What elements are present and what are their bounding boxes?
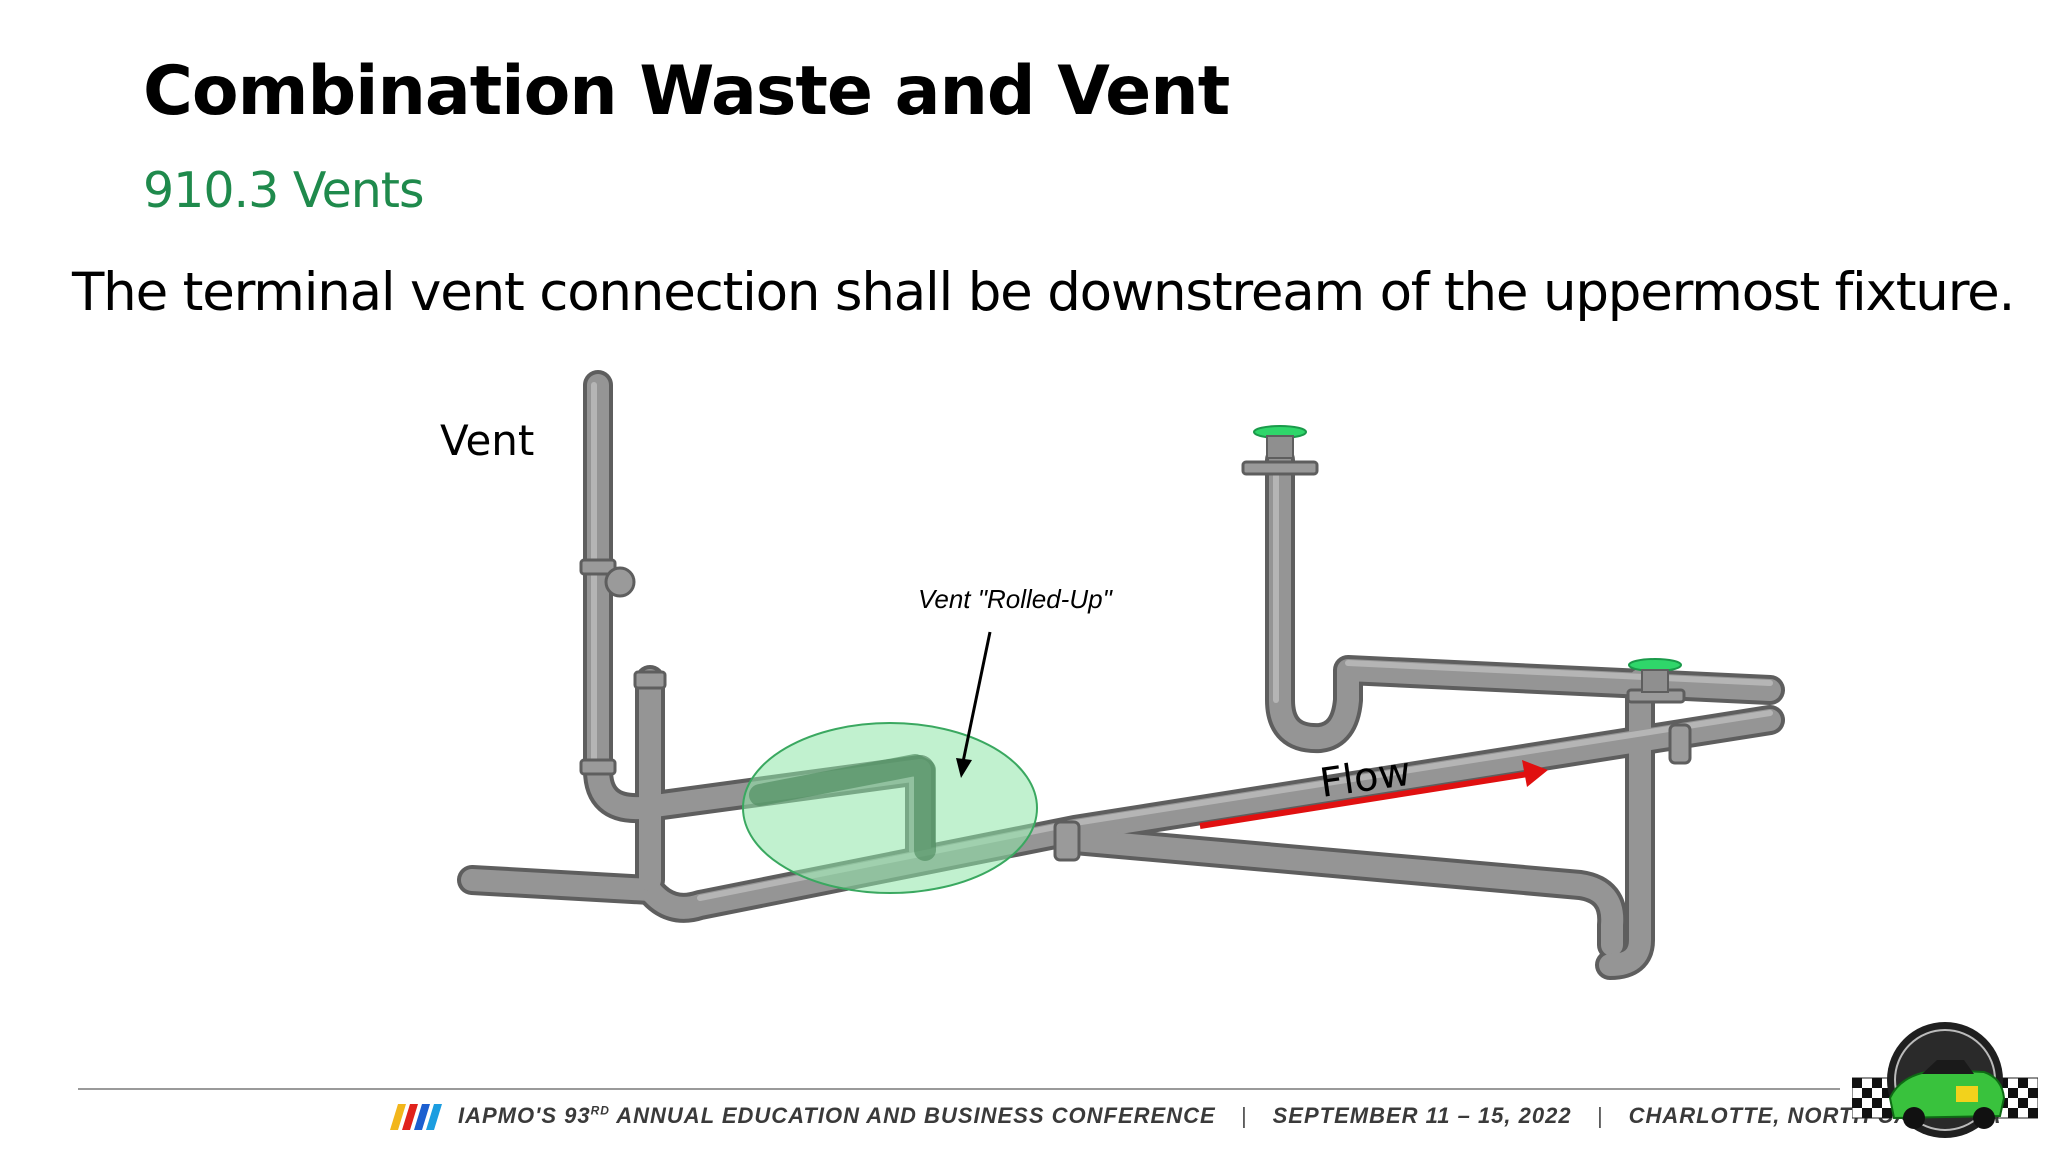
slide-title: Combination Waste and Vent bbox=[143, 52, 1230, 131]
drain-cap-icon bbox=[1253, 425, 1682, 693]
footer-divider bbox=[78, 1088, 1840, 1090]
flow-arrow bbox=[1199, 760, 1548, 829]
pipe-fittings bbox=[579, 460, 1692, 862]
race-car-logo-icon bbox=[1852, 1022, 2038, 1138]
footer-conference-name: ANNUAL EDUCATION AND BUSINESS CONFERENCE bbox=[616, 1103, 1216, 1128]
vent-label: Vent bbox=[440, 416, 534, 465]
footer-separator: | bbox=[1240, 1103, 1248, 1128]
footer-conference-info: IAPMO'S 93RD ANNUAL EDUCATION AND BUSINE… bbox=[458, 1103, 2001, 1129]
slide-subtitle: 910.3 Vents bbox=[143, 162, 425, 219]
pipe-network bbox=[457, 370, 1785, 980]
slide-body-text: The terminal vent connection shall be do… bbox=[72, 262, 2015, 323]
flow-label: Flow bbox=[1317, 749, 1414, 807]
footer-ordinal: RD bbox=[590, 1103, 610, 1118]
footer-conference-prefix: IAPMO'S 93 bbox=[458, 1103, 591, 1128]
racing-stripes-icon bbox=[390, 1104, 442, 1130]
callout-arrow bbox=[956, 631, 992, 778]
footer-dates: SEPTEMBER 11 – 15, 2022 bbox=[1272, 1103, 1572, 1128]
rolled-up-vent-highlight bbox=[742, 722, 1038, 894]
footer-separator: | bbox=[1596, 1103, 1604, 1128]
checkered-flag-icon bbox=[1852, 1077, 2038, 1119]
rolled-up-label: Vent "Rolled-Up" bbox=[918, 584, 1114, 614]
